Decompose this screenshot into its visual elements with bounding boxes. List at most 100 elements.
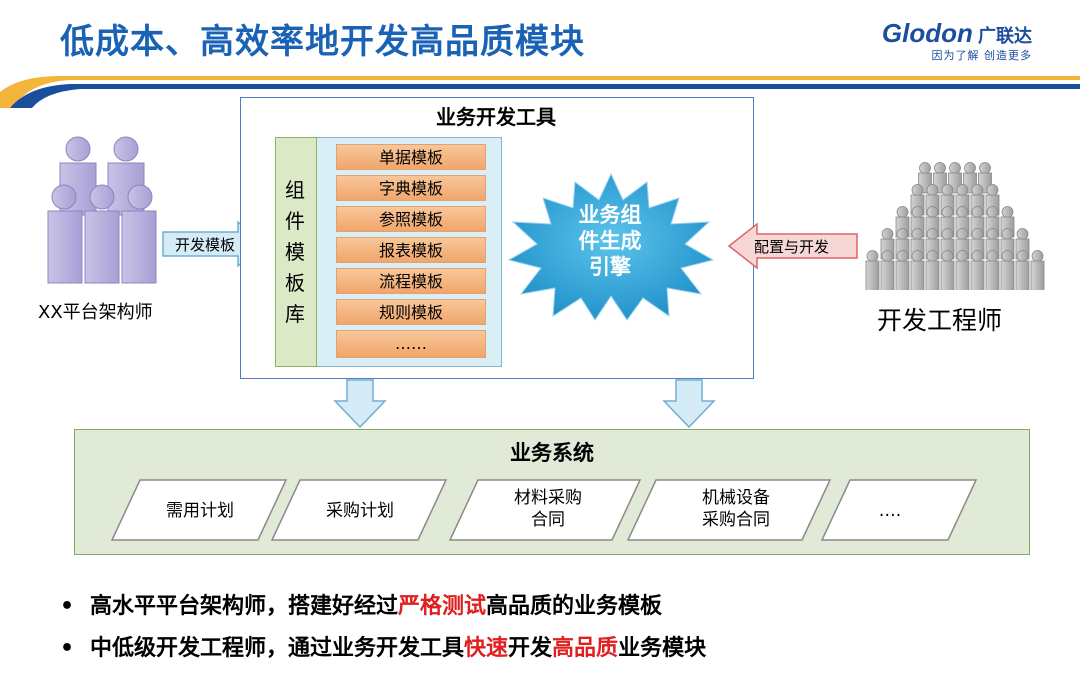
engineer-head-icon [1031,250,1044,262]
engineer-body-icon [910,260,925,290]
module-item-more: …. [878,501,902,521]
engineer-head-icon [911,184,924,196]
engineer-head-icon [926,206,939,218]
engineer-body-icon [940,260,955,290]
business-system-title: 业务系统 [510,441,594,465]
engineer-head-icon [979,162,991,174]
engineer-head-icon [881,228,894,240]
bullet-highlight: 严格测试 [398,594,487,619]
module-shape [626,479,832,541]
bullet-text: 业务模块 [618,636,707,661]
bullet-dot: • [60,636,75,661]
logo-brand-cn: 广联达 [978,26,1032,47]
logo-brand: Glodon [881,18,973,48]
template-item: 流程模板 [336,268,486,294]
engineer-head-icon [1001,206,1014,218]
engineer-head-icon [926,228,939,240]
engineer-head-icon [949,162,961,174]
template-item: 单据模板 [336,144,486,170]
bullet-text: 高品质的业务模板 [486,594,663,619]
engineer-head-icon [986,228,999,240]
engineer-head-icon [896,228,909,240]
engine-label: 业务组 件生成 引擎 [578,203,642,279]
engineer-head-icon [926,250,939,262]
engineer-head-icon [911,206,924,218]
bullet-dot: • [60,594,75,619]
bullet-text: 开发 [508,636,553,661]
dev-tool-title: 业务开发工具 [436,105,556,129]
template-library-label: 组 件 模 板 库 [285,178,305,326]
engineer-head-icon [866,250,879,262]
engineer-head-icon [941,184,954,196]
module-shape [110,479,288,541]
architect-label: XX平台架构师 [38,302,153,323]
engineer-head-icon [919,162,931,174]
down-arrow-right [662,379,716,429]
engineer-head-icon [896,206,909,218]
bullet-text: 中低级开发工程师，通过业务开发工具 [90,636,465,661]
engineer-head-icon [971,228,984,240]
bullet-text: 高水平平台架构师，搭建好经过 [90,594,399,619]
configure-develop-arrow [727,222,858,270]
business-modules [110,479,978,541]
engineer-crowd-icon [865,162,1045,290]
engineer-head-icon [971,184,984,196]
engineer-head-icon [1001,228,1014,240]
engineer-body-icon [1015,260,1030,290]
engineer-head-icon [956,250,969,262]
engineer-head-icon [926,184,939,196]
engineer-head-icon [971,250,984,262]
engineer-body-icon [880,260,895,290]
bullet-highlight: 快速 [464,636,509,661]
down-arrow-left [333,379,387,429]
template-item: 规则模板 [336,299,486,325]
bullet-engineer: • 中低级开发工程师，通过业务开发工具快速开发高品质业务模块 [60,630,706,662]
engineer-head-icon [941,228,954,240]
engineer-head-icon [941,206,954,218]
template-item: 报表模板 [336,237,486,263]
engineer-head-icon [911,250,924,262]
engineer-body-icon [925,260,940,290]
engineer-head-icon [971,206,984,218]
bullet-architect: • 高水平平台架构师，搭建好经过严格测试高品质的业务模板 [60,588,662,620]
module-shape [270,479,448,541]
engineer-head-icon [986,184,999,196]
engineer-head-icon [1016,228,1029,240]
engineer-head-icon [881,250,894,262]
template-item-more: …… [336,330,486,358]
template-item: 参照模板 [336,206,486,232]
module-shape [448,479,642,541]
engineer-label: 开发工程师 [877,306,1003,335]
architect-group-icon [47,136,157,284]
engineer-body-icon [895,260,910,290]
engineer-head-icon [986,250,999,262]
page-title: 低成本、高效率地开发高品质模块 [60,22,585,62]
engineer-head-icon [956,184,969,196]
engineer-head-icon [1001,250,1014,262]
engineer-head-icon [964,162,976,174]
watermark: 知乎 @胡金根 [858,618,1017,646]
engineer-head-icon [986,206,999,218]
engineer-body-icon [1000,260,1015,290]
template-library-label-bg [275,137,317,367]
engineer-head-icon [956,228,969,240]
logo-slogan: 因为了解 创造更多 [931,49,1032,62]
engineer-body-icon [985,260,1000,290]
logo: Glodon 广联达 因为了解 创造更多 [882,18,1032,63]
engineer-head-icon [896,250,909,262]
template-item: 字典模板 [336,175,486,201]
engine-star-icon [507,172,715,321]
engineer-body-icon [970,260,985,290]
engineer-body-icon [865,260,880,290]
module-item: 机械设备 采购合同 [702,488,770,530]
header-stripe [0,76,1080,108]
bullet-highlight: 高品质 [552,636,619,661]
engineer-body-icon [1030,260,1045,290]
engineer-head-icon [934,162,946,174]
module-shape [820,479,978,541]
engineer-body-icon [955,260,970,290]
engineer-head-icon [956,206,969,218]
engineer-head-icon [1016,250,1029,262]
arrow-label-develop-template: 开发模板 [175,236,236,254]
engineer-head-icon [911,228,924,240]
